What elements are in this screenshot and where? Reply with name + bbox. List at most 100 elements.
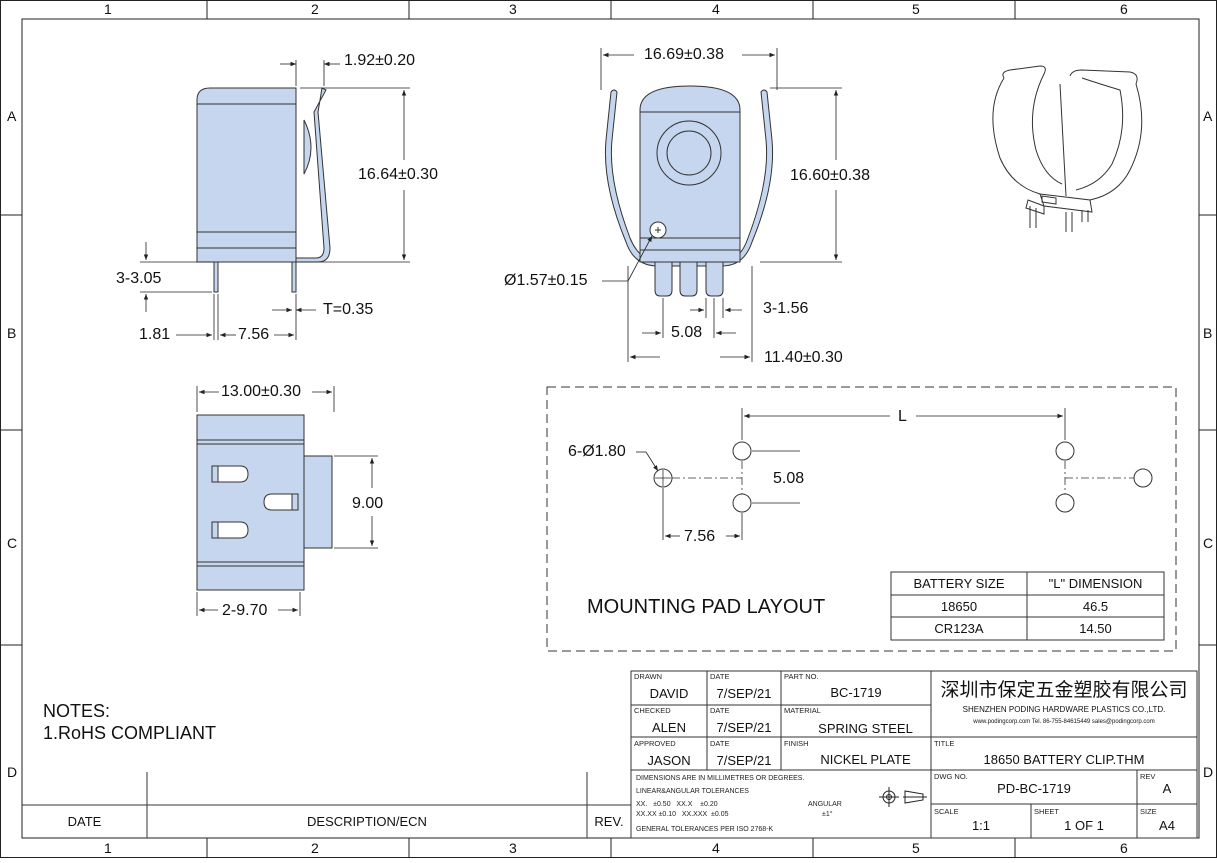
dim-front-pin-dia: 3-1.56 [763,300,809,317]
tolerance-line-3: XX. ±0.50 XX.X ±0.20 [636,801,718,808]
material-label: MATERIAL [784,706,821,715]
isometric-view [992,65,1143,232]
zone-row-a: A [7,108,17,124]
dim-front-base-width: 11.40±0.30 [764,349,843,366]
drawn-value: DAVID [649,686,689,701]
projection-symbol-icon [879,787,927,807]
dim-front-hole: Ø1.57±0.15 [504,272,588,289]
table-cell-18650-l: 46.5 [1082,599,1109,614]
bottom-view [196,414,333,591]
zone-row-c-right: C [1203,535,1214,551]
dim-side-material-t: T=0.35 [323,301,374,318]
dwg-no-value: PD-BC-1719 [997,781,1071,796]
front-view [604,85,774,297]
zone-row-c: C [7,535,18,551]
zone-col-6-bottom: 6 [1120,840,1128,856]
drawn-label: DRAWN [634,672,663,681]
zone-col-1: 1 [104,1,112,17]
date-value-1: 7/SEP/21 [716,686,772,701]
date-label-1: DATE [710,672,730,681]
finish-value: NICKEL PLATE [820,752,911,767]
battery-table-grid [890,571,1165,641]
table-header-battery: BATTERY SIZE [913,576,1005,591]
rev-date-header: DATE [67,814,102,829]
zone-row-d: D [7,764,18,780]
dwg-no-label: DWG NO. [934,772,968,781]
date-value-2: 7/SEP/21 [716,720,772,735]
approved-value: JASON [647,753,691,768]
rev-label: REV [1140,772,1156,781]
zone-col-2-bottom: 2 [311,840,319,856]
sheet-value: 1 OF 1 [1064,818,1104,833]
angular-value: ±1° [822,811,833,818]
side-view [196,87,331,293]
zone-col-6: 6 [1120,1,1128,17]
checked-value: ALEN [652,720,686,735]
rev-header: REV. [594,814,624,829]
dim-bottom-length: 13.00±0.30 [221,383,301,400]
checked-label: CHECKED [634,706,671,715]
zone-row-a-right: A [1203,108,1213,124]
notes-heading: NOTES: [43,701,111,721]
dim-side-pin-offset: 1.81 [139,326,171,343]
tolerance-line-1: DIMENSIONS ARE IN MILLIMETRES OR DEGREES… [636,775,805,782]
zone-row-b-right: B [1203,325,1213,341]
pad-layout-title: MOUNTING PAD LAYOUT [587,596,826,618]
bottom-view-dims [196,386,378,616]
tolerance-line-2: LINEAR&ANGULAR TOLERANCES [636,788,749,795]
title-value: 18650 BATTERY CLIP.THM [983,752,1145,767]
scale-value: 1:1 [971,818,991,833]
dim-front-pin-pitch: 5.08 [671,324,703,341]
pad-offset: 7.56 [684,528,716,545]
zone-row-b: B [7,325,17,341]
table-cell-cr123a: CR123A [934,621,984,636]
pad-centerlines [655,461,1134,494]
tolerance-line-4: XX.XX ±0.10 XX.XXX ±0.05 [636,811,729,818]
revision-grid [22,772,631,838]
zone-col-2: 2 [311,1,319,17]
zone-col-5-bottom: 5 [912,840,920,856]
pad-spacing-label: L [898,408,907,425]
company-name-cn: 深圳市保定五金塑胶有限公司 [940,679,1188,701]
dim-bottom-tab: 2-9.70 [222,602,268,619]
sheet-label: SHEET [1034,807,1060,816]
approved-label: APPROVED [634,739,676,748]
notes-line-1: 1.RoHS COMPLIANT [43,723,217,743]
zone-col-3: 3 [509,1,517,17]
dim-front-width: 16.69±0.38 [644,46,724,63]
part-no-value: BC-1719 [830,685,882,700]
dim-side-pin-length: 3-3.05 [116,270,162,287]
zone-col-1-bottom: 1 [104,840,112,856]
size-value: A4 [1159,818,1175,833]
table-header-l: "L" DIMENSION [1048,576,1143,591]
dim-bottom-width: 9.00 [352,495,384,512]
size-label: SIZE [1140,807,1157,816]
table-cell-18650: 18650 [940,599,978,614]
pad-hole-callout: 6-Ø1.80 [568,443,626,460]
company-name-en: SHENZHEN PODING HARDWARE PLASTICS CO.,LT… [962,705,1166,714]
zone-col-3-bottom: 3 [509,840,517,856]
table-cell-cr123a-l: 14.50 [1079,621,1112,636]
rev-description-header: DESCRIPTION/ECN [307,814,427,829]
date-label-3: DATE [710,739,730,748]
pad-layout-frame [546,386,1177,652]
zone-row-d-right: D [1203,764,1214,780]
pad-holes [653,441,1153,513]
side-view-dims [140,60,410,340]
zone-col-4-bottom: 4 [712,840,720,856]
rev-value: A [1162,781,1172,796]
date-value-3: 7/SEP/21 [716,753,772,768]
zone-col-4: 4 [712,1,720,17]
dim-front-height: 16.60±0.38 [790,167,870,184]
pad-pitch: 5.08 [773,470,805,487]
front-view-dims [600,48,842,362]
scale-label: SCALE [934,807,959,816]
title-label: TITLE [934,739,955,748]
pad-dims [636,408,1066,540]
tolerance-line-5: GENERAL TOLERANCES PER ISO 2768-K [636,826,774,833]
company-contact: www.podingcorp.com Tel. 86-755-84615449 … [973,719,1155,725]
title-block-grid [630,670,1198,839]
material-value: SPRING STEEL [818,721,913,736]
zone-col-5: 5 [912,1,920,17]
